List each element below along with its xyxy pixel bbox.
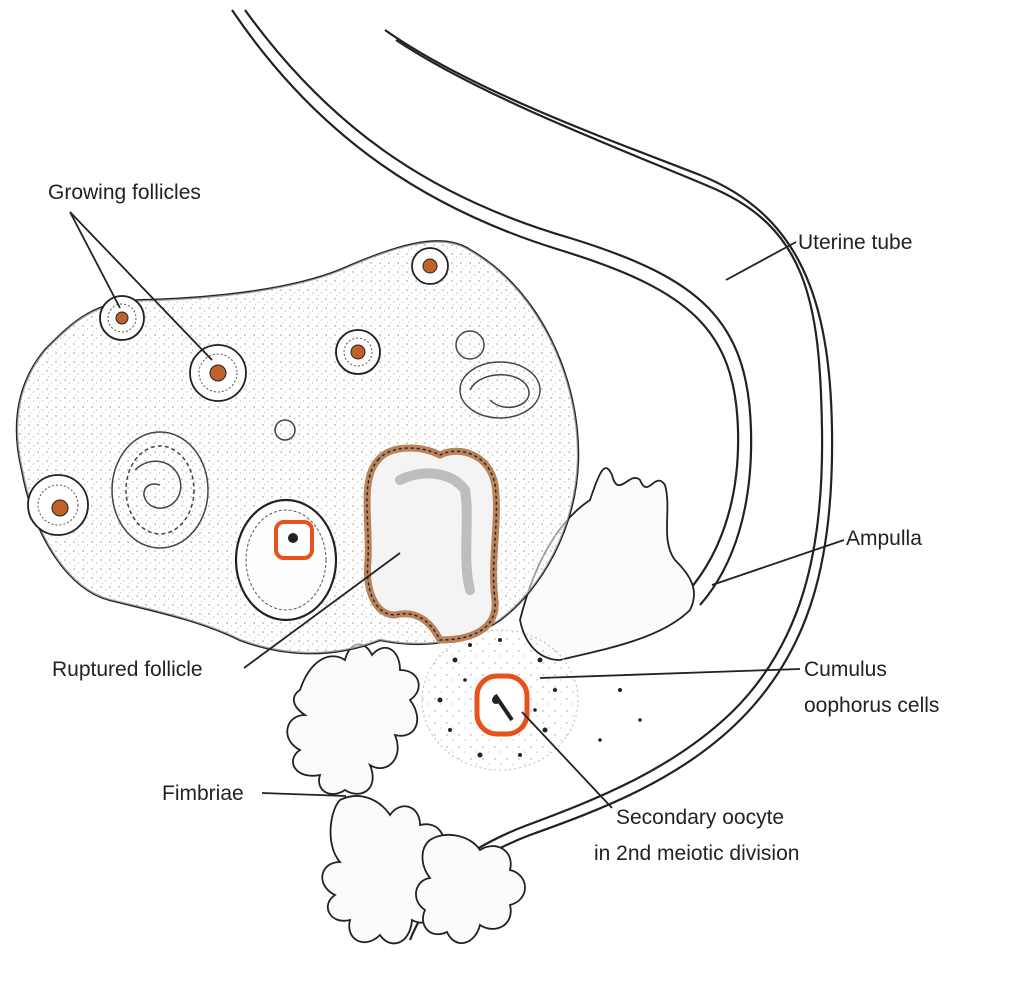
label-oocyte-line1: Secondary oocyte: [616, 806, 784, 829]
label-oocyte-line2: in 2nd meiotic division: [594, 842, 799, 865]
growing-follicle-1: [100, 296, 144, 340]
growing-follicle-2: [190, 345, 246, 401]
label-ampulla: Ampulla: [846, 527, 922, 550]
growing-follicle-5: [28, 475, 88, 535]
secondary-oocyte: [477, 676, 527, 734]
label-growing-follicles: Growing follicles: [48, 181, 201, 204]
ruptured-follicle: [367, 448, 496, 640]
leader-uterine-tube: [726, 242, 796, 280]
mature-follicle: [236, 500, 336, 620]
label-uterine-tube: Uterine tube: [798, 231, 912, 254]
label-cumulus-line1: Cumulus: [804, 658, 887, 681]
leader-ampulla: [712, 540, 844, 585]
growing-follicle-3: [336, 330, 380, 374]
cumulus-oophorus: [422, 630, 642, 770]
label-ruptured-follicle: Ruptured follicle: [52, 658, 203, 681]
leader-growing-1: [70, 212, 120, 308]
label-cumulus-line2: oophorus cells: [804, 694, 939, 717]
growing-follicle-4: [412, 248, 448, 284]
label-fimbriae: Fimbriae: [162, 782, 244, 805]
